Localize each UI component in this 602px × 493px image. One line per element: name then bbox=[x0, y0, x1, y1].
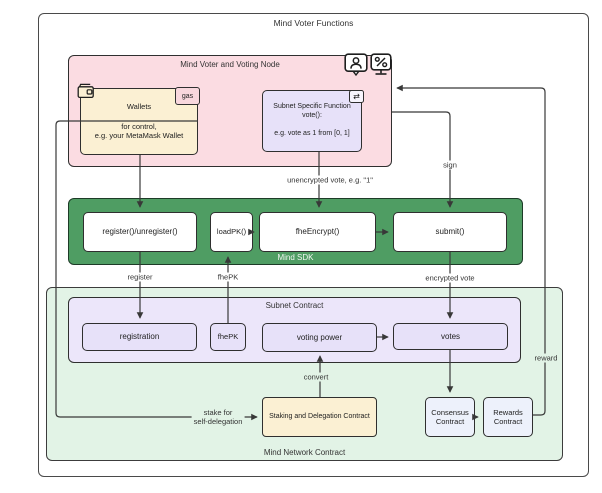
label-sign: sign bbox=[441, 160, 459, 170]
label-convert: convert bbox=[301, 372, 331, 382]
subnet-function-line2: vote(): bbox=[302, 112, 322, 120]
consensus-contract-box: Consensus Contract bbox=[425, 397, 475, 437]
rewards-line2: Contract bbox=[493, 417, 523, 426]
label-unencrypted-vote: unencrypted vote, e.g. "1" bbox=[285, 175, 375, 185]
fhepk-box: fhePK bbox=[210, 323, 246, 351]
subnet-function-box: Subnet Specific Function vote(): e.g. vo… bbox=[262, 90, 362, 152]
diagram-title: Mind Voter Functions bbox=[273, 18, 354, 28]
wallet-icon bbox=[77, 83, 94, 99]
registration-box: registration bbox=[82, 323, 197, 351]
wallets-label: Wallets bbox=[126, 102, 152, 112]
rewards-contract-box: Rewards Contract bbox=[483, 397, 533, 437]
subnet-function-line3: e.g. vote as 1 from [0, 1] bbox=[274, 129, 350, 137]
label-stake-line2: self-delegation bbox=[193, 417, 243, 426]
network-contract-title: Mind Network Contract bbox=[263, 448, 346, 457]
rewards-line1: Rewards bbox=[493, 407, 523, 417]
staking-contract-box: Staking and Delegation Contract bbox=[262, 397, 377, 437]
submit-box: submit() bbox=[393, 212, 507, 252]
label-encrypted-vote: encrypted vote bbox=[423, 273, 477, 283]
label-reward: reward bbox=[532, 353, 560, 363]
percent-monitor-icon bbox=[370, 53, 392, 75]
sdk-title: Mind SDK bbox=[277, 253, 314, 262]
label-stake: stake for self-delegation bbox=[191, 408, 245, 426]
consensus-line1: Consensus bbox=[431, 407, 469, 417]
label-stake-line1: stake for bbox=[203, 408, 233, 417]
voting-power-box: voting power bbox=[262, 323, 377, 352]
wallets-line1: for control, bbox=[121, 121, 157, 131]
votes-box: votes bbox=[393, 323, 508, 350]
loadpk-box: loadPK() bbox=[210, 212, 253, 252]
subnet-contract-title: Subnet Contract bbox=[265, 301, 324, 310]
subnet-function-line1: Subnet Specific Function bbox=[273, 103, 351, 111]
consensus-line2: Contract bbox=[435, 417, 465, 426]
gas-badge: gas bbox=[175, 87, 200, 105]
person-icon bbox=[344, 53, 368, 77]
label-register: register bbox=[125, 272, 155, 282]
label-fhepk: fhePK bbox=[215, 272, 241, 282]
voter-node-title: Mind Voter and Voting Node bbox=[180, 60, 280, 69]
register-box: register()/unregister() bbox=[83, 212, 197, 252]
wallets-line2: e.g. your MetaMask Wallet bbox=[94, 131, 184, 141]
sync-icon: ⇄ bbox=[349, 90, 364, 103]
fheencrypt-box: fheEncrypt() bbox=[259, 212, 376, 252]
